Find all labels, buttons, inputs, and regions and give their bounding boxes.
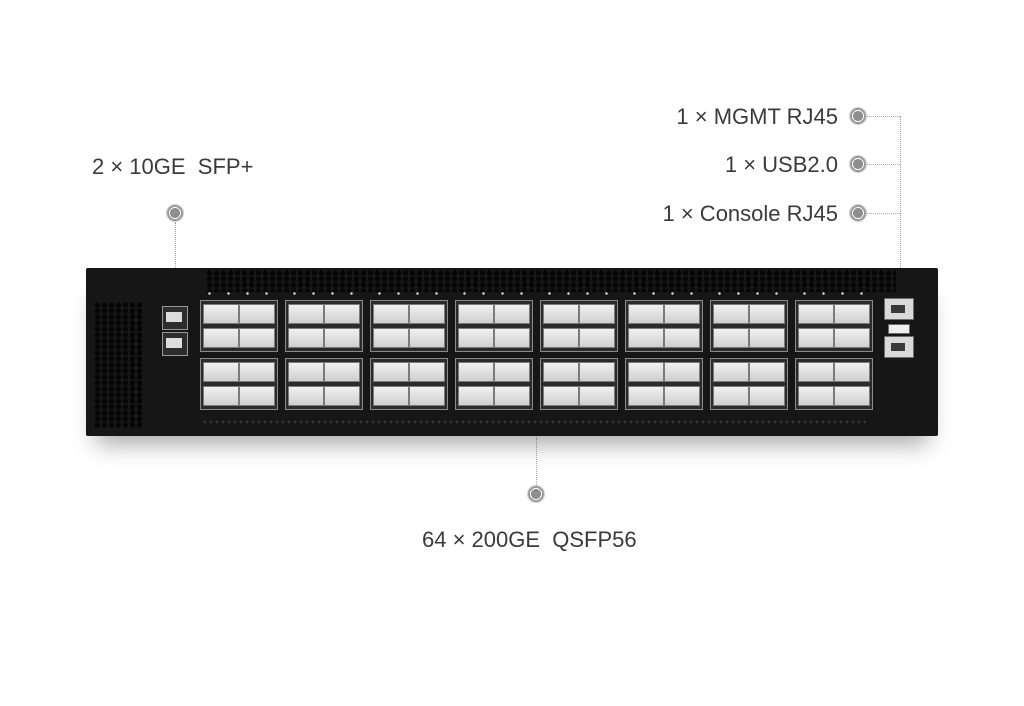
mgmt-leader-line [867,116,900,117]
qsfp-group-2 [285,292,363,410]
usb-port-label: 1 × USB2.0 [724,152,838,177]
qsfp-group-1 [200,292,278,410]
sfp-marker [167,205,183,221]
console-port-label: 1 × Console RJ45 [662,201,839,226]
qsfp-group-5 [540,292,618,410]
usb-port [888,324,910,334]
qsfp-ports-label: 64 × 200GE QSFP56 [422,527,637,552]
sfp-leader-line [175,222,176,300]
qsfp-group-7 [710,292,788,410]
mgmt-rj45-port [884,298,914,320]
usb-leader-line [867,164,900,165]
qsfp-marker [528,486,544,502]
sfp-ports-label: 2 × 10GE SFP+ [92,154,254,179]
console-rj45-port [884,336,914,358]
console-leader-line [867,213,900,214]
switch-front-panel [86,268,938,436]
qsfp-group-3 [370,292,448,410]
left-vent [94,302,142,428]
qsfp-group-8 [795,292,873,410]
mgmt-marker [850,108,866,124]
bottom-rail [202,420,866,424]
mgmt-vertical-leader [900,116,901,298]
console-marker [850,205,866,221]
mgmt-port-label: 1 × MGMT RJ45 [676,104,838,129]
top-vent [206,270,896,292]
usb-marker [850,156,866,172]
sfp-port-1 [162,306,188,330]
qsfp-group-4 [455,292,533,410]
qsfp-leader-line [536,432,537,486]
sfp-port-2 [162,332,188,356]
qsfp-group-6 [625,292,703,410]
